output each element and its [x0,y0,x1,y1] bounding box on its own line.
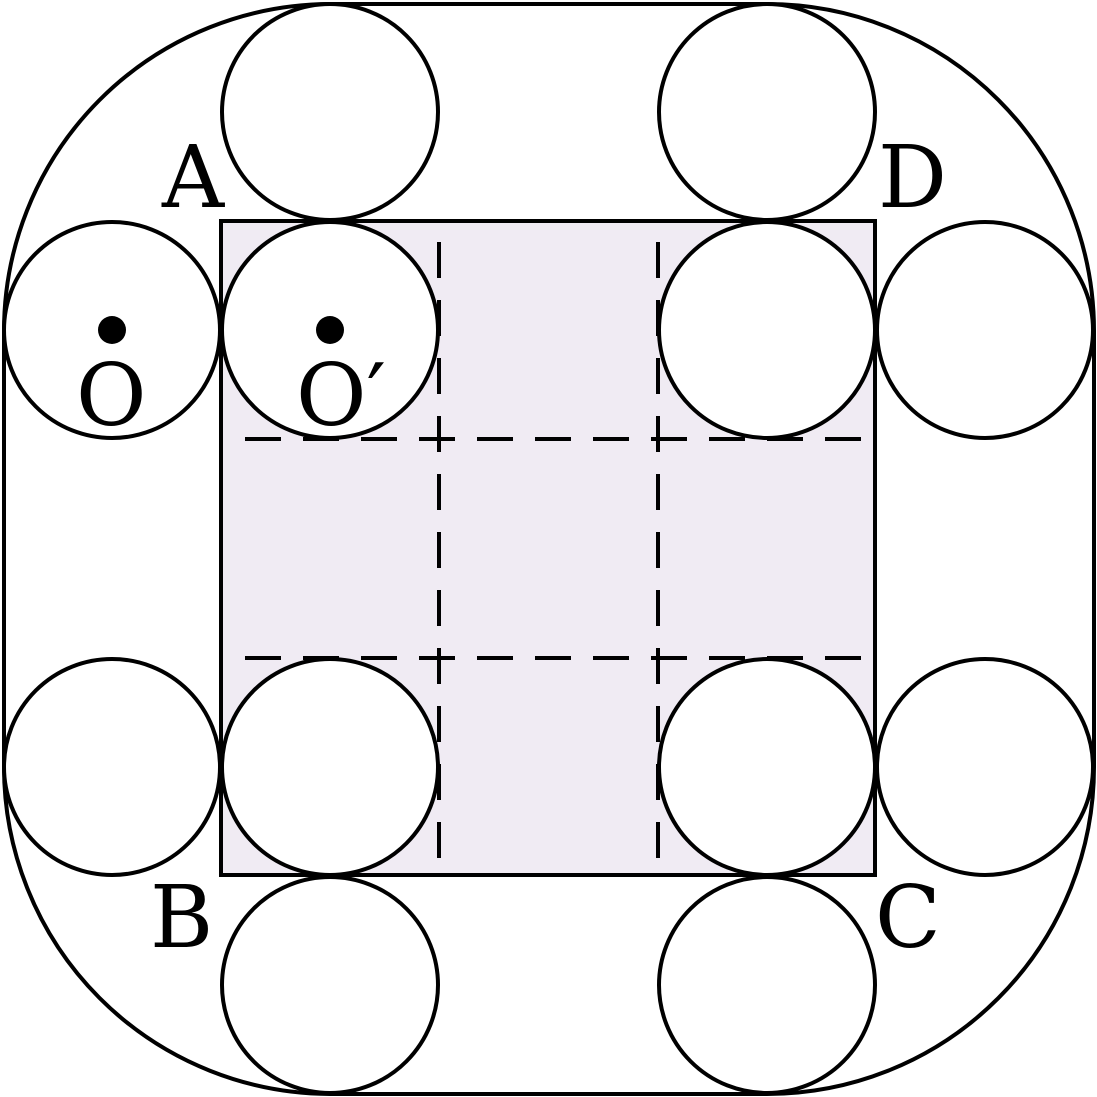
circle-right-lower [875,657,1095,877]
center-label-o-prime: O′ [296,346,386,446]
center-dot-o [98,316,126,344]
vertex-label-b: B [150,868,213,968]
center-label-o: O [76,346,147,446]
dashed-grid [245,242,875,875]
center-dot-o-prime [316,316,344,344]
circle-bottom-left [220,875,440,1095]
circle-bottom-right [657,875,877,1095]
circle-inner-bottom-left [220,657,440,877]
circle-top-left [220,2,440,222]
circle-inner-bottom-right [657,657,877,877]
vertex-label-c: C [875,868,941,968]
circle-right-upper [875,220,1095,440]
circle-inner-top-right [657,220,877,440]
vertex-label-a: A [161,128,225,228]
vertex-label-d: D [878,128,947,228]
circle-left-lower [2,657,222,877]
circle-top-right [657,2,877,222]
